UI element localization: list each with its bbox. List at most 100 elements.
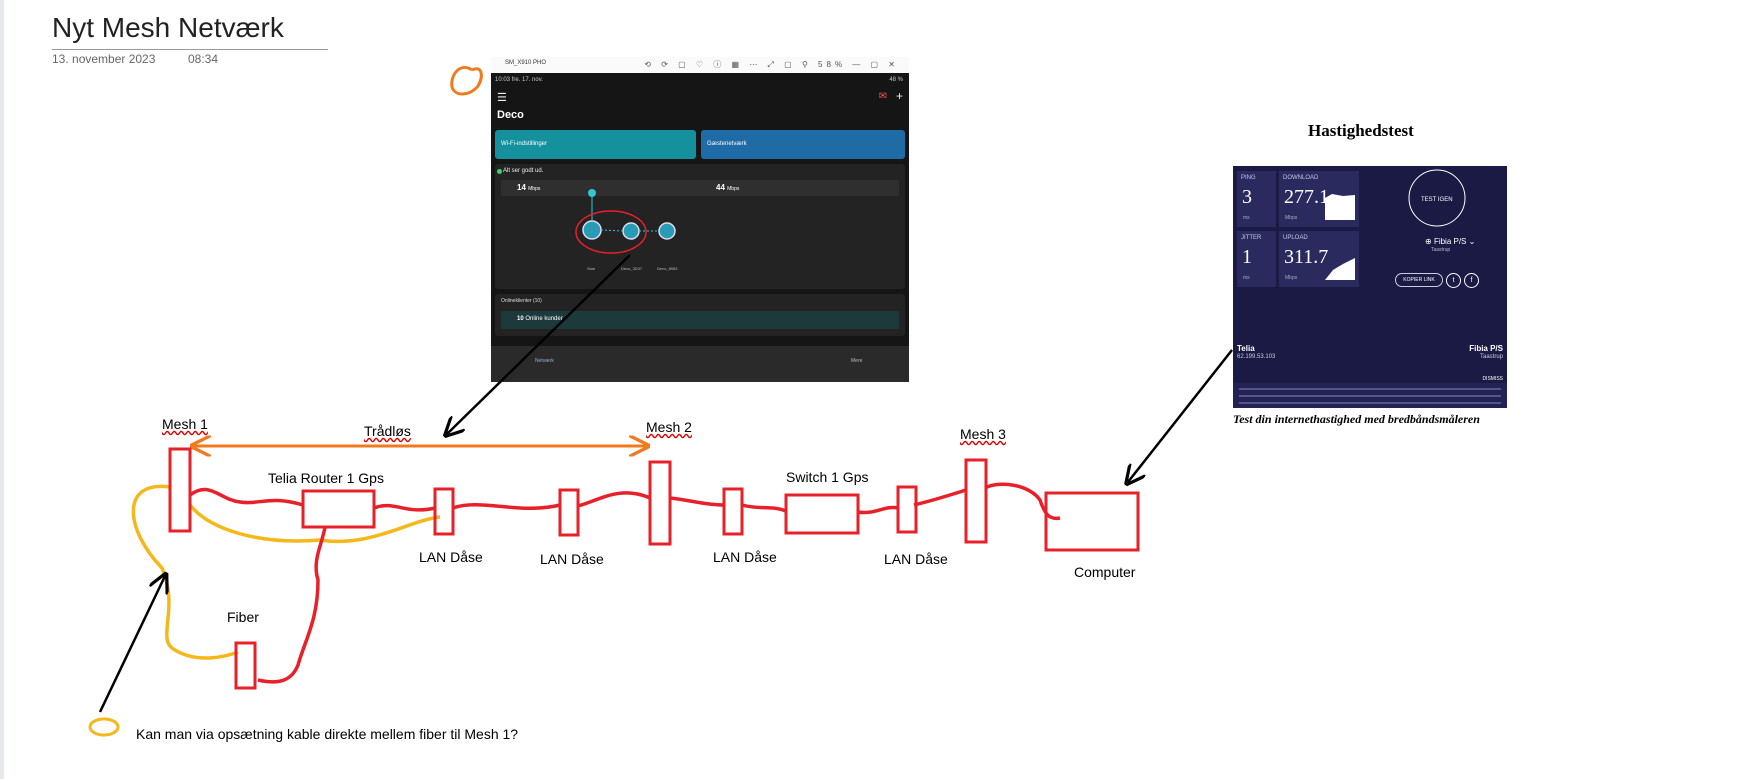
lan3-box: [722, 487, 744, 536]
wifi-settings-card: Wi-Fi-indstillinger: [495, 130, 696, 159]
deco-status-right: 48 %: [889, 77, 903, 83]
mesh1-label: Mesh 1: [162, 416, 208, 432]
lan2-mesh2-cable: [577, 491, 651, 508]
mesh2-label: Mesh 2: [646, 419, 692, 435]
router-lan1-cable: [373, 503, 436, 512]
node-label-3: Deco_8983: [657, 266, 678, 271]
fiber-label: Fiber: [227, 609, 259, 625]
speedtest-arrow: [1128, 349, 1233, 482]
deco-window-titlebar: SM_X910 PHO ⟲ ⟳ ▢ ♡ ⓘ ▦ ⋯ ⤢ ▢ ⚲ 58% — ▢ …: [491, 57, 909, 73]
mesh2-device: [648, 460, 672, 546]
deco-status-left: 10:03 fre. 17. nov.: [495, 77, 543, 83]
wifi-settings-label: Wi-Fi-indstillinger: [501, 141, 548, 147]
download-speed: 14 Mbps: [517, 183, 540, 192]
orange-circle-doodle: [450, 66, 483, 96]
wireless-label-text: Trådløs: [364, 423, 411, 439]
wireless-label: Trådløs: [364, 423, 411, 439]
download-label: DOWNLOAD: [1283, 175, 1319, 181]
question-arrow: [98, 576, 165, 713]
deco-window-toolbar-icons: ⟲ ⟳ ▢ ♡ ⓘ ▦ ⋯ ⤢ ▢ ⚲ 58% — ▢ ✕: [644, 60, 899, 69]
test-again-button: TEST IGEN: [1421, 197, 1453, 203]
router-label: Telia Router 1 Gps: [268, 470, 384, 486]
deco-window-title: SM_X910 PHO: [505, 60, 547, 66]
page-margin: [0, 0, 4, 779]
lan1-lan2-cable: [452, 502, 561, 511]
switch-device: [784, 493, 860, 535]
download-value: 277.1: [1284, 186, 1329, 208]
clients-header: Onlineklienter (10): [501, 298, 542, 304]
add-icon: +: [895, 89, 903, 103]
switch-label: Switch 1 Gps: [786, 469, 869, 485]
speedtest-caption: Test din internethastighed med bredbånds…: [1233, 412, 1480, 426]
hamburger-menu-icon: ☰: [497, 92, 507, 104]
upload-value: 311.7: [1284, 246, 1329, 268]
lan2-box: [558, 488, 580, 537]
deco-bottom-bar: [491, 346, 909, 382]
copy-link-button: KOPIER LINK: [1395, 273, 1443, 287]
online-label: Online kunder: [525, 316, 563, 322]
isp-name: ⊕ Fibia P/S ⌄: [1425, 237, 1476, 246]
deco-app-screenshot: SM_X910 PHO ⟲ ⟳ ▢ ♡ ⓘ ▦ ⋯ ⤢ ▢ ⚲ 58% — ▢ …: [491, 57, 909, 382]
lan3-label: LAN Dåse: [713, 549, 777, 565]
deco-node-3: [658, 222, 676, 240]
deco-topology: [575, 189, 676, 254]
page-date: 13. november 2023: [52, 52, 156, 66]
mesh1-router-cable: [188, 487, 304, 507]
ping-box: [1237, 171, 1276, 227]
lan4-mesh3-cable: [913, 488, 967, 507]
twitter-icon: t: [1446, 273, 1461, 288]
status-ok-text: Alt ser godt ud.: [503, 168, 544, 174]
lan4-label: LAN Dåse: [884, 551, 948, 567]
provider-right: Fibia P/S: [1469, 344, 1503, 353]
yellow-dot-doodle: [88, 717, 120, 737]
download-speed-unit: Mbps: [528, 186, 541, 192]
computer-label: Computer: [1074, 564, 1136, 580]
isp-city: Taastrup: [1431, 247, 1451, 253]
fiber-to-mesh1-cable: [131, 484, 239, 660]
upload-unit: Mbps: [1285, 275, 1298, 281]
nav-network-label: Netværk: [535, 358, 554, 364]
mail-icon: ✉: [878, 91, 887, 102]
switch-lan4-cable: [857, 505, 899, 515]
online-clients-row: [501, 311, 899, 329]
jitter-label: JITTER: [1241, 235, 1262, 241]
dismiss-button: DISMISS: [1482, 376, 1503, 382]
isp-name-text: Fibia P/S: [1433, 237, 1467, 246]
title-divider: [52, 49, 328, 50]
jitter-box: [1237, 231, 1276, 287]
mesh1-device: [168, 447, 192, 533]
mesh1-label-text: Mesh 1: [162, 416, 208, 432]
upload-label: UPLOAD: [1283, 235, 1308, 241]
ping-label: PING: [1241, 175, 1256, 181]
lan4-box: [896, 485, 918, 534]
mesh3-computer-cable: [984, 482, 1061, 521]
facebook-icon: f: [1464, 273, 1479, 288]
speedtest-heading: Hastighedstest: [1308, 121, 1414, 140]
mesh3-device: [964, 458, 988, 544]
provider-left: Telia: [1237, 344, 1255, 353]
download-speed-value: 14: [517, 183, 526, 192]
download-graph: [1325, 194, 1355, 220]
deco-zoom-level: 58%: [818, 60, 847, 69]
upload-speed-unit: Mbps: [727, 186, 740, 192]
upload-speed-value: 44: [716, 183, 725, 192]
main-node-highlight: [575, 210, 647, 254]
internet-node: [588, 189, 596, 197]
mesh1-to-lan-cable: [188, 503, 441, 544]
test-again-ring: [1408, 169, 1466, 227]
upload-graph: [1325, 258, 1355, 280]
deco-app-name: Deco: [497, 109, 524, 121]
node-label-1: Stue: [587, 266, 596, 271]
computer-device: [1044, 491, 1140, 552]
ping-value: 3: [1242, 186, 1252, 208]
deco-screenshot-arrow: [447, 254, 631, 434]
upload-speed: 44 Mbps: [716, 183, 739, 192]
node-label-2: Deco_3D37: [621, 266, 643, 271]
guest-network-card: Gæstenetværk: [701, 130, 905, 159]
lan1-box: [433, 487, 455, 536]
router-device: [301, 489, 376, 529]
page-time: 08:34: [188, 52, 219, 66]
mesh2-label-text: Mesh 2: [646, 419, 692, 435]
jitter-unit: ms: [1243, 275, 1250, 281]
